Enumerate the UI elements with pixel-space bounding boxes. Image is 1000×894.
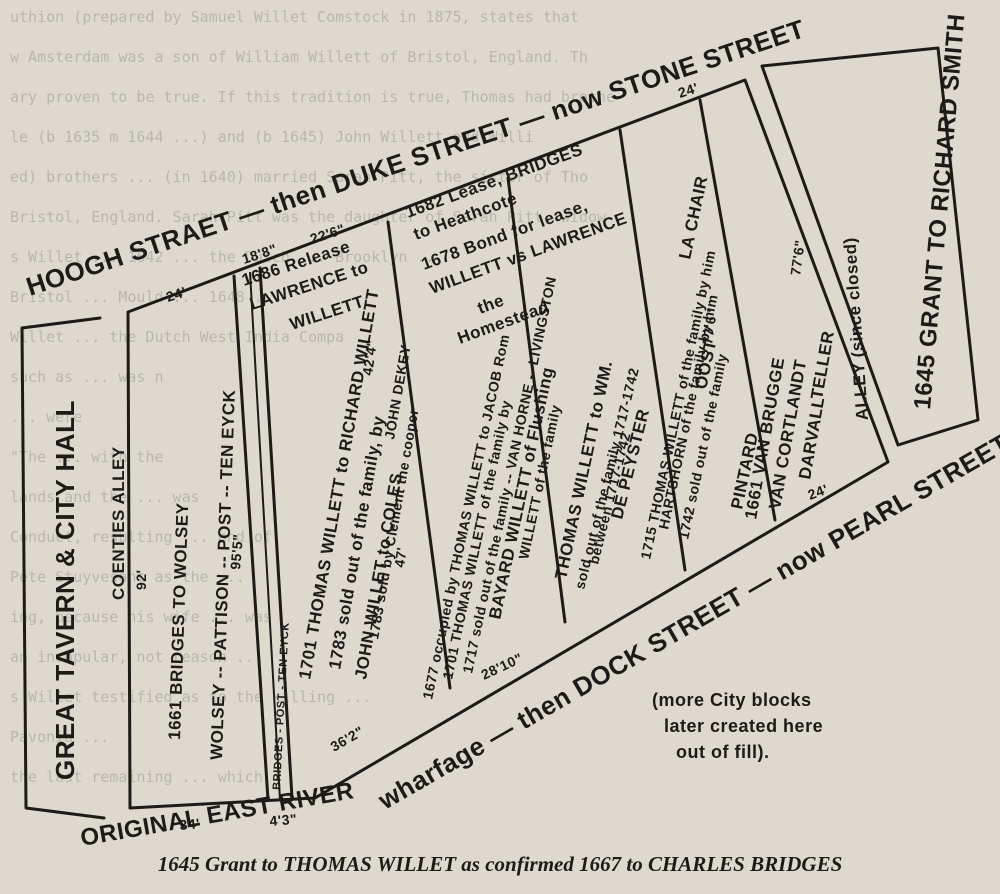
map-caption: 1645 Grant to THOMAS WILLET as confirmed… <box>157 852 843 876</box>
measure-34: 34' <box>179 815 201 833</box>
measure-95-5: 95'5" <box>227 533 246 570</box>
lot-divider-1 <box>232 274 270 802</box>
measure-77-6a: 77'6" <box>699 308 720 346</box>
closed-alley-label: ALLEY (since closed) <box>840 237 872 421</box>
background-text-line: Bristol ... Mould ... 1648 ... <box>10 288 281 306</box>
measure-47: 47' <box>391 546 410 568</box>
background-text-line: "The ... with the <box>10 448 164 466</box>
measure-77-6b: 77'6" <box>787 239 808 277</box>
lot1-line-a: 1661 BRIDGES TO WOLSEY <box>165 502 192 740</box>
lot-divider-5 <box>618 128 687 572</box>
lot-divider-6 <box>698 98 777 522</box>
west-building-label: GREAT TAVERN & CITY HALL <box>50 400 80 780</box>
background-text-line: ed) brothers ... (in 1640) married Sarah… <box>10 168 588 186</box>
note-line-1: (more City blocks <box>652 690 812 710</box>
measure-92: 92' <box>133 570 149 590</box>
lot11-line-a: TELLER <box>807 329 838 400</box>
background-text-line: ary proven to be true. If this tradition… <box>10 88 616 106</box>
background-text-line: w Amsterdam was a son of William Willett… <box>10 48 588 66</box>
lot8-line-d: LA CHAIR <box>675 174 711 261</box>
lot1-line-b: WOLSEY -- PATTISON -- POST -- TEN EYCK <box>207 389 239 760</box>
coenties-alley-label: COENTIES ALLEY <box>109 446 128 600</box>
inner-divider-2 <box>127 311 131 809</box>
background-text-line: such as ... was n <box>10 368 164 386</box>
measure-36-2: 36'2" <box>328 723 367 755</box>
smith-grant-outline <box>760 46 980 447</box>
lot-divider-4 <box>506 176 567 624</box>
background-text-line: an incopular, not reason ... <box>10 648 263 666</box>
background-text-line: Bristol, England. Sarah Pitt was the dau… <box>10 208 607 226</box>
background-text-line: Pavonia ... <box>10 728 110 746</box>
note-line-3: out of fill). <box>676 742 769 762</box>
background-text-line: the last remaining ... which <box>10 768 263 786</box>
background-text-line: s Willet testified as to the killing ... <box>10 688 372 706</box>
lot-divider-3 <box>386 220 452 690</box>
background-text-line: uthion (prepared by Samuel Willet Comsto… <box>10 8 579 26</box>
note-line-2: later created here <box>664 716 823 736</box>
river-label: ORIGINAL EAST RIVER <box>78 777 356 852</box>
background-text-line: Willet ... the Dutch West India Compa <box>10 328 345 346</box>
background-text-line: Conduct, resulting ... and of <box>10 528 272 546</box>
lot-divider-2 <box>258 266 294 800</box>
background-text-line: ... were <box>10 408 83 426</box>
background-text-line: Pete Stuyvesant as the ... <box>10 568 245 586</box>
measure-24-left: 24' <box>164 283 188 305</box>
background-text-line: ing, because his wife ... was <box>10 608 272 626</box>
background-text-line: lands and the ... was <box>10 488 200 506</box>
measure-24-bottom: 24' <box>806 481 831 503</box>
measure-42-4: 42'4" <box>359 339 380 377</box>
background-text-line: le (b 1635 m 1644 ...) and (b 1645) John… <box>10 128 534 146</box>
measure-24-right: 24' <box>676 79 700 101</box>
background-text-line: s Willet ... 1642 ... the Dutch ... Broo… <box>10 248 444 266</box>
inner-divider-1 <box>249 271 281 801</box>
tavern-outline <box>20 316 106 820</box>
measure-4-3: 4'3" <box>269 811 298 829</box>
smith-grant-label: 1645 GRANT TO RICHARD SMITH <box>909 13 971 411</box>
